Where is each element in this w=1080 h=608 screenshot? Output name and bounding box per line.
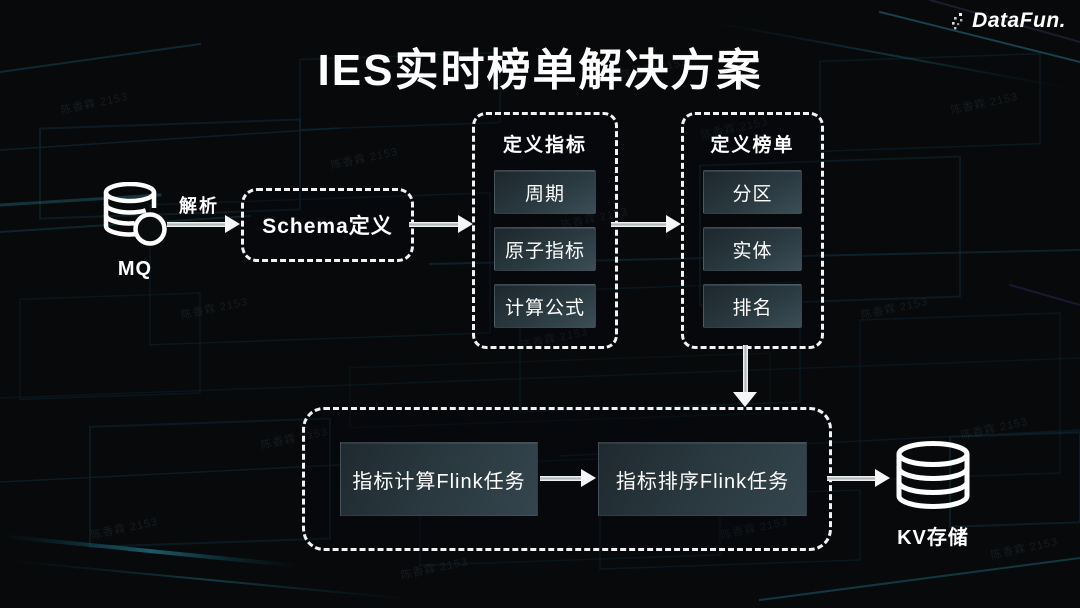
arrow-mq-to-schema (167, 215, 240, 233)
arrow-shaft (409, 221, 458, 227)
arrow-shaft (742, 345, 748, 392)
mq-source: MQ (103, 182, 167, 281)
arrow-head-icon (666, 215, 681, 233)
metric-definition-panel: 定义指标 周期 原子指标 计算公式 (472, 112, 618, 349)
kv-label: KV存储 (897, 527, 969, 549)
arrow-head-icon (733, 392, 757, 407)
arrow-shaft (167, 221, 225, 227)
arrow-shaft (827, 475, 875, 481)
board-item-entity: 实体 (703, 227, 802, 271)
flink-sort-task-box: 指标排序Flink任务 (598, 442, 807, 516)
arrow-schema-to-metric (409, 215, 473, 233)
metric-item-cycle: 周期 (494, 170, 596, 214)
metric-panel-items: 周期 原子指标 计算公式 (475, 157, 615, 328)
board-panel-items: 分区 实体 排名 (684, 157, 821, 328)
metric-item-atomic: 原子指标 (494, 227, 596, 271)
arrow-head-icon (875, 469, 890, 487)
board-definition-panel: 定义榜单 分区 实体 排名 (681, 112, 824, 349)
arrow-shaft (540, 475, 581, 481)
flink-compute-task-box: 指标计算Flink任务 (340, 442, 538, 516)
arrow-shaft (611, 221, 666, 227)
mq-label: MQ (117, 258, 153, 280)
kv-sink: KV存储 (891, 441, 975, 550)
database-icon (103, 182, 167, 246)
datafun-dots-icon (952, 13, 963, 30)
page-title: IES实时榜单解决方案 (317, 46, 763, 95)
datafun-logo: DataFun. (951, 9, 1066, 33)
arrow-board-to-pipeline (733, 345, 757, 407)
logo-text: DataFun. (972, 9, 1066, 32)
parse-label: 解析 (179, 196, 219, 216)
metric-panel-title: 定义指标 (502, 135, 587, 156)
board-item-rank: 排名 (703, 284, 802, 328)
arrow-head-icon (581, 469, 596, 487)
schema-definition-box: Schema定义 (241, 188, 414, 262)
board-item-partition: 分区 (703, 170, 802, 214)
database-icon (896, 441, 970, 510)
board-panel-title: 定义榜单 (710, 135, 795, 156)
arrow-compute-to-sort (540, 469, 596, 487)
arrow-pipeline-to-kv (827, 469, 890, 487)
metric-item-formula: 计算公式 (494, 284, 596, 328)
arrow-metric-to-board (611, 215, 681, 233)
arrow-head-icon (225, 215, 240, 233)
arrow-head-icon (458, 215, 473, 233)
